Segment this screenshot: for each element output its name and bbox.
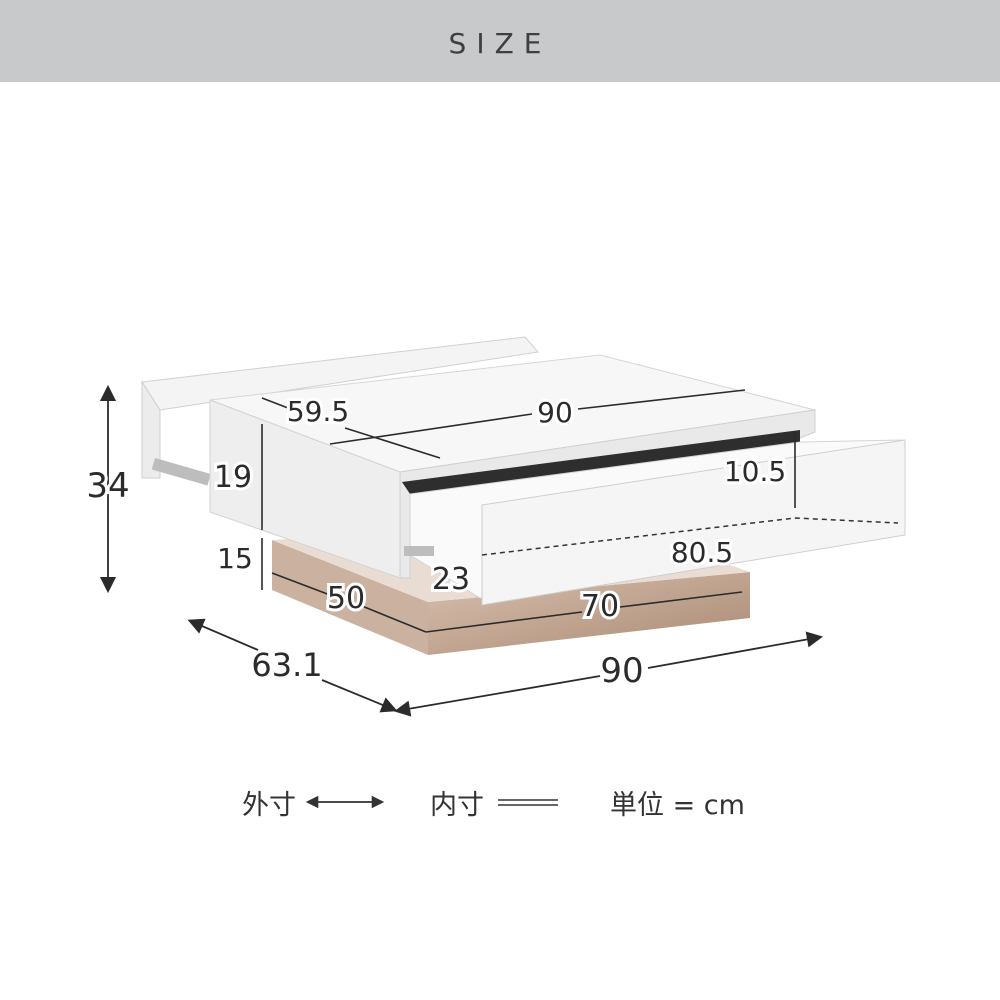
inner-dimension-lines [261,389,796,633]
drawer-inner-dashed [481,517,899,556]
dim-depth: 63.1 [251,646,322,684]
table-base-left-face [272,540,428,655]
dim-drawer-inner: 23 [432,562,470,597]
depth-arrow-a [187,618,259,651]
legend: 外寸 内寸 単位 = cm [0,780,1000,824]
dim-base-height: 15 [217,542,253,575]
double-line-icon [498,799,558,806]
dim-width: 90 [600,651,643,691]
legend-inner-label: 内寸 [430,789,484,821]
outer-dimension-lines [99,384,823,717]
depth-arrow-b [321,679,398,713]
dim-drawer-length: 80.5 [671,536,733,569]
legend-inner: 内寸 [430,780,562,824]
legend-unit-label: 単位 = cm [610,789,745,821]
legend-outer-label: 外寸 [242,789,296,821]
drawer-opening [402,430,800,494]
legend-outer: 外寸 [242,780,384,824]
dim-base-depth: 50 [327,581,365,616]
drawer-rail-right [404,546,434,556]
table-base-front-face [428,572,750,655]
dim-base-width: 70 [581,589,619,624]
dim-top-height: 19 [214,460,252,495]
dim-drawer-height: 10.5 [724,455,786,488]
dim-top-width: 90 [537,396,573,429]
left-drawer-front [141,380,161,479]
dimension-labels: 34 63.1 90 59.5 90 19 15 10.5 80.5 23 50… [83,392,789,694]
legend-unit: 単位 = cm [610,780,745,824]
table-dimension-diagram: 34 63.1 90 59.5 90 19 15 10.5 80.5 23 50… [83,336,906,717]
dim-total-height: 34 [86,466,129,506]
width-arrow-b [647,631,823,669]
coffee-table-illustration [141,336,906,655]
header-bar: SIZE [0,0,1000,82]
width-arrow-a [394,675,601,717]
dim-top-depth: 59.5 [287,395,349,428]
double-arrow-icon [306,795,384,809]
page-title: SIZE [448,27,552,60]
right-drawer-front [481,439,906,606]
drawer-rail-left [151,457,211,486]
